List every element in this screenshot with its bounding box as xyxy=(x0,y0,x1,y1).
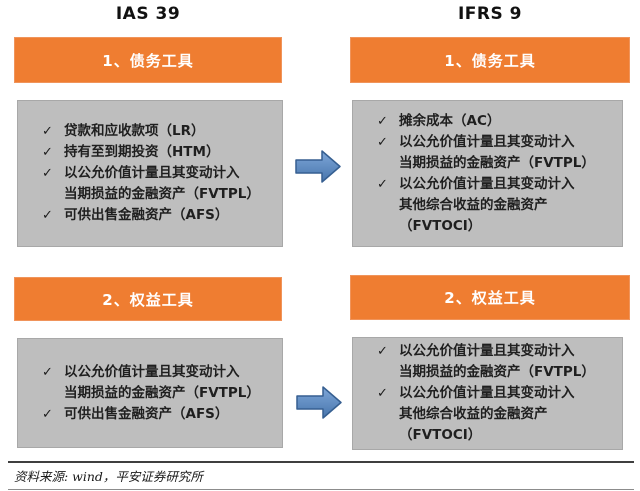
list-item: ✓ 摊余成本（AC） xyxy=(377,111,614,132)
list-item: ✓ 持有至到期投资（HTM） xyxy=(42,142,274,163)
section1-right-header: 1、债务工具 xyxy=(350,37,630,83)
list-item: ✓ 贷款和应收款项（LR） xyxy=(42,121,274,142)
checklist: ✓ 摊余成本（AC） ✓ 以公允价值计量且其变动计入 当期损益的金融资产（FVT… xyxy=(377,111,614,237)
list-item-text: 以公允价值计量且其变动计入 当期损益的金融资产（FVTPL） xyxy=(64,363,260,401)
list-item: ✓ 可供出售金融资产（AFS） xyxy=(42,404,274,425)
list-item-text: 以公允价值计量且其变动计入 其他综合收益的金融资产 （FVTOCI） xyxy=(399,175,575,234)
right-arrow-icon xyxy=(296,386,342,419)
list-item: ✓ 以公允价值计量且其变动计入 当期损益的金融资产（FVTPL） xyxy=(42,163,274,205)
section2-right-header: 2、权益工具 xyxy=(350,275,630,320)
check-icon: ✓ xyxy=(42,124,53,139)
section1-left-header: 1、债务工具 xyxy=(14,37,282,83)
check-icon: ✓ xyxy=(377,113,388,129)
section2-left-box: ✓ 以公允价值计量且其变动计入 当期损益的金融资产（FVTPL） ✓ 可供出售金… xyxy=(17,338,283,448)
right-arrow-icon xyxy=(295,150,341,183)
checklist: ✓ 以公允价值计量且其变动计入 当期损益的金融资产（FVTPL） ✓ 以公允价值… xyxy=(377,341,614,446)
check-icon: ✓ xyxy=(377,344,388,359)
list-item: ✓ 以公允价值计量且其变动计入 当期损益的金融资产（FVTPL） xyxy=(377,132,614,174)
section1-left-box: ✓ 贷款和应收款项（LR） ✓ 持有至到期投资（HTM） ✓ 以公允价值计量且其… xyxy=(17,100,283,247)
column-title-ifrs9: IFRS 9 xyxy=(457,4,523,24)
list-item-text: 摊余成本（AC） xyxy=(399,112,501,129)
list-item: ✓ 以公允价值计量且其变动计入 当期损益的金融资产（FVTPL） xyxy=(377,341,614,383)
check-icon: ✓ xyxy=(42,364,53,380)
list-item-text: 可供出售金融资产（AFS） xyxy=(64,207,229,223)
checklist: ✓ 以公允价值计量且其变动计入 当期损益的金融资产（FVTPL） ✓ 可供出售金… xyxy=(42,362,274,425)
list-item: ✓ 以公允价值计量且其变动计入 其他综合收益的金融资产 （FVTOCI） xyxy=(377,174,614,237)
source-note-bar: 资料来源: wind，平安证券研究所 xyxy=(8,461,634,490)
list-item-text: 贷款和应收款项（LR） xyxy=(64,123,205,139)
list-item-text: 持有至到期投资（HTM） xyxy=(64,144,220,160)
check-icon: ✓ xyxy=(42,145,53,160)
list-item-text: 以公允价值计量且其变动计入 当期损益的金融资产（FVTPL） xyxy=(399,133,595,171)
list-item-text: 可供出售金融资产（AFS） xyxy=(64,405,229,422)
section1-right-box: ✓ 摊余成本（AC） ✓ 以公允价值计量且其变动计入 当期损益的金融资产（FVT… xyxy=(352,100,623,247)
source-note: 资料来源: wind，平安证券研究所 xyxy=(14,469,203,484)
check-icon: ✓ xyxy=(42,166,53,181)
list-item-text: 以公允价值计量且其变动计入 当期损益的金融资产（FVTPL） xyxy=(64,165,260,202)
list-item: ✓ 以公允价值计量且其变动计入 当期损益的金融资产（FVTPL） xyxy=(42,362,274,404)
list-item-text: 以公允价值计量且其变动计入 其他综合收益的金融资产 （FVTOCI） xyxy=(399,385,575,443)
section2-left-header: 2、权益工具 xyxy=(14,277,282,321)
check-icon: ✓ xyxy=(377,176,388,192)
checklist: ✓ 贷款和应收款项（LR） ✓ 持有至到期投资（HTM） ✓ 以公允价值计量且其… xyxy=(42,121,274,226)
section2-right-box: ✓ 以公允价值计量且其变动计入 当期损益的金融资产（FVTPL） ✓ 以公允价值… xyxy=(352,337,623,450)
list-item-text: 以公允价值计量且其变动计入 当期损益的金融资产（FVTPL） xyxy=(399,343,595,380)
check-icon: ✓ xyxy=(42,208,53,223)
column-title-ias39: IAS 39 xyxy=(115,4,181,24)
check-icon: ✓ xyxy=(42,406,53,422)
check-icon: ✓ xyxy=(377,386,388,401)
check-icon: ✓ xyxy=(377,134,388,150)
list-item: ✓ 可供出售金融资产（AFS） xyxy=(42,205,274,226)
list-item: ✓ 以公允价值计量且其变动计入 其他综合收益的金融资产 （FVTOCI） xyxy=(377,383,614,446)
